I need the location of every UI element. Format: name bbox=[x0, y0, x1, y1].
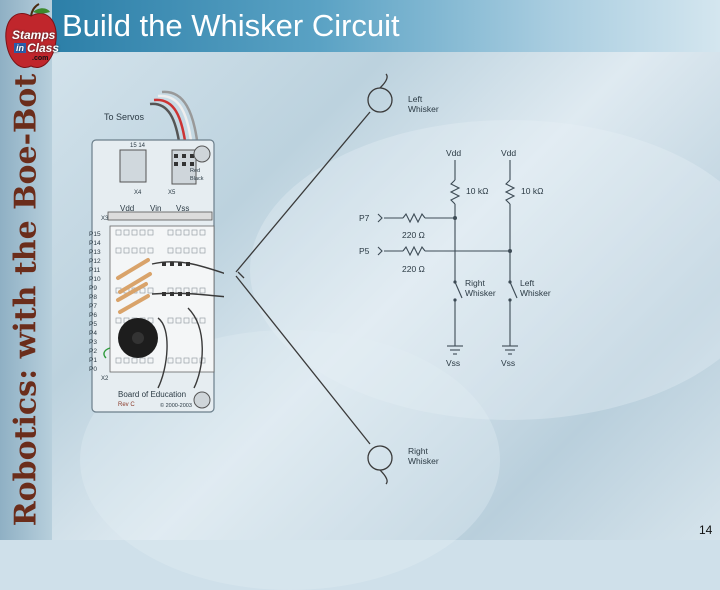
pin-label: P1 bbox=[89, 357, 97, 364]
logo-text: Stamps bbox=[12, 28, 56, 42]
pin-label: P15 bbox=[89, 231, 101, 238]
background-swoosh bbox=[250, 120, 720, 420]
vdd-label-left: Vdd bbox=[446, 148, 462, 158]
red-label: Red bbox=[190, 168, 201, 174]
logo-text: in bbox=[14, 43, 26, 53]
servo-header-label: 15 14 bbox=[130, 143, 146, 149]
vss-label-right: Vss bbox=[501, 358, 516, 368]
right-whisker-switch-label: Right Whisker bbox=[465, 278, 496, 298]
vss-label: Vss bbox=[176, 204, 190, 213]
pin-label: P10 bbox=[89, 276, 101, 283]
page-number: 14 bbox=[699, 523, 713, 537]
logo-text: Class bbox=[27, 41, 60, 55]
p7-label: P7 bbox=[359, 213, 370, 223]
logo-text: .com bbox=[32, 55, 49, 62]
pin-label: P8 bbox=[89, 294, 97, 301]
pin-label: P2 bbox=[89, 348, 97, 355]
vdd-label: Vdd bbox=[120, 204, 135, 213]
board-of-education-diagram bbox=[91, 90, 224, 413]
rev-label: Rev C bbox=[118, 402, 135, 408]
slide-title: Build the Whisker Circuit bbox=[62, 8, 400, 43]
x4-label: X4 bbox=[134, 190, 142, 196]
right-whisker-label: Right Whisker bbox=[408, 446, 439, 466]
whisker-wires bbox=[235, 73, 393, 485]
x3-label: X3 bbox=[101, 216, 109, 222]
circuit-junctions bbox=[453, 216, 512, 302]
resistor-220-top-label: 220 Ω bbox=[402, 230, 425, 240]
pin-label: P11 bbox=[89, 267, 101, 274]
black-label: Black bbox=[190, 176, 204, 182]
pin-label: P7 bbox=[89, 303, 97, 310]
resistor-220-bottom-label: 220 Ω bbox=[402, 264, 425, 274]
vdd-label-right: Vdd bbox=[501, 148, 517, 158]
title-bar bbox=[52, 0, 720, 52]
resistor-10k-left-label: 10 kΩ bbox=[466, 186, 489, 196]
vss-label-left: Vss bbox=[446, 358, 461, 368]
resistor-10k-right-label: 10 kΩ bbox=[521, 186, 544, 196]
resistor-components bbox=[116, 258, 152, 314]
whisker-schematic bbox=[235, 73, 518, 485]
pin-label: P9 bbox=[89, 285, 97, 292]
pin-label: P13 bbox=[89, 249, 101, 256]
sidebar bbox=[0, 0, 52, 540]
pin-label: P4 bbox=[89, 330, 97, 337]
pin-label: P12 bbox=[89, 258, 101, 265]
x2-label: X2 bbox=[101, 376, 109, 382]
x5-label: X5 bbox=[168, 190, 176, 196]
p5-label: P5 bbox=[359, 246, 370, 256]
pin-label: P6 bbox=[89, 312, 97, 319]
circuit-lines bbox=[377, 160, 518, 355]
pin-label: P5 bbox=[89, 321, 97, 328]
left-whisker-label: Left Whisker bbox=[408, 94, 439, 114]
left-whisker-switch-label: Left Whisker bbox=[520, 278, 551, 298]
pin-label: P14 bbox=[89, 240, 101, 247]
stamps-in-class-logo bbox=[5, 3, 57, 68]
pin-label: P3 bbox=[89, 339, 97, 346]
vin-label: Vin bbox=[150, 204, 162, 213]
pin-label: P0 bbox=[89, 366, 97, 373]
copyright-label: © 2000-2003 bbox=[160, 403, 192, 409]
to-servos-label: To Servos bbox=[104, 112, 145, 122]
pin-label-list: P15 P14 P13 P12 P11 P10 P9 P8 P7 P6 P5 P… bbox=[89, 230, 103, 374]
board-name-label: Board of Education bbox=[118, 390, 187, 399]
